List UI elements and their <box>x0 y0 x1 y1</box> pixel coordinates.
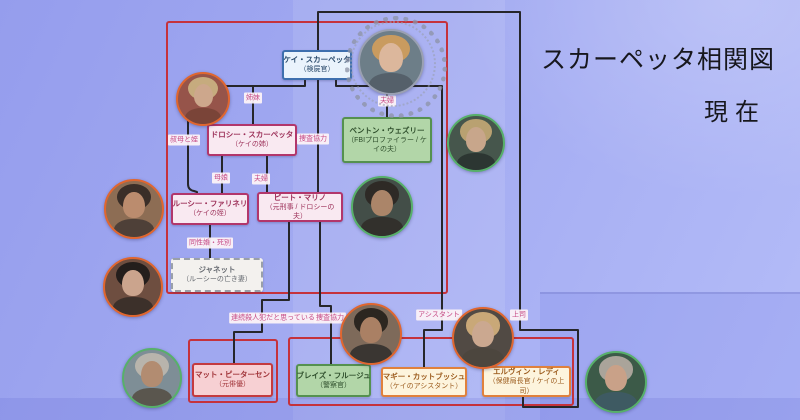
edge-kay-lucy <box>187 79 306 195</box>
group-outline-work <box>288 337 574 406</box>
edge-kay-maggie <box>335 79 443 368</box>
edge-marino-blaise <box>319 221 332 365</box>
edge-kay-elvin <box>317 11 579 408</box>
